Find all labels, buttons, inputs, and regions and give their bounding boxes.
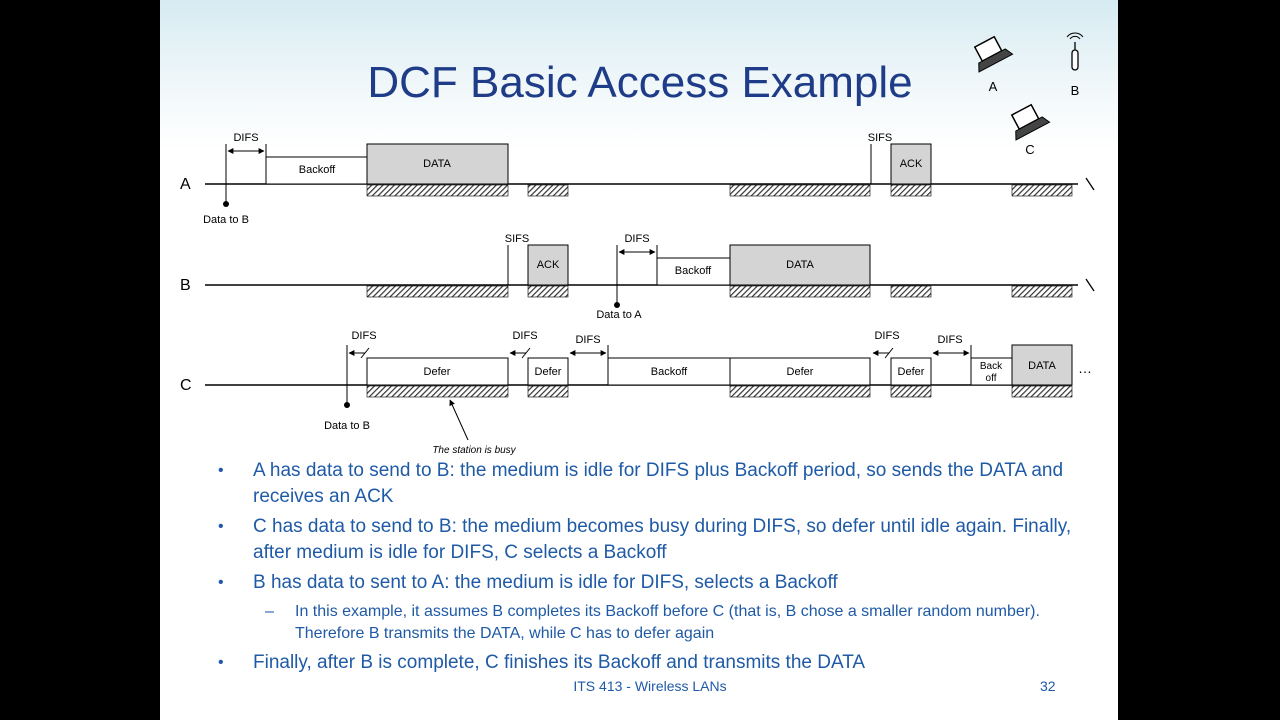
row-a-backoff-label: Backoff — [299, 164, 336, 176]
station-b-label: B — [1071, 83, 1080, 98]
slide: DCF Basic Access Example A B — [160, 0, 1118, 720]
bullet-list: • A has data to send to B: the medium is… — [212, 458, 1092, 680]
row-a-ack-frame — [890, 143, 932, 185]
slide-footer: ITS 413 - Wireless LANs — [573, 678, 727, 694]
sub-bullet-1-text: In this example, it assumes B completes … — [295, 602, 1040, 642]
row-b-backoff-label: Backoff — [675, 265, 712, 277]
row-b-busy-marks — [366, 285, 1073, 298]
row-c-difs4: DIFS — [874, 330, 899, 342]
row-a-backoff — [265, 156, 368, 185]
row-a-data-label: DATA — [423, 158, 451, 170]
row-a-busy-marks — [366, 184, 1073, 197]
row-b-end-slash — [1085, 278, 1095, 292]
row-a: A DIFS Backoff DATA SIFS ACK Data t — [180, 132, 1095, 226]
bullet-2: • C has data to send to B: the medium be… — [212, 514, 1092, 565]
bullet-marker: • — [218, 518, 224, 535]
row-c-defer1-label: Defer — [424, 366, 451, 378]
row-c-defer4-label: Defer — [898, 366, 925, 378]
row-c-backoff2-label-2: off — [986, 373, 997, 384]
row-c-defer4 — [890, 357, 932, 386]
sub-bullet-marker: – — [265, 602, 274, 620]
slide-title: DCF Basic Access Example — [367, 58, 913, 107]
laptop-a-icon — [973, 35, 1014, 73]
laptop-c-icon — [1010, 103, 1051, 141]
bullet-marker: • — [218, 574, 224, 591]
row-c-label: C — [180, 377, 192, 394]
row-a-event: Data to B — [203, 214, 249, 226]
sub-bullet-1: – In this example, it assumes B complete… — [212, 601, 1092, 645]
row-c-difs2: DIFS — [512, 330, 537, 342]
row-a-event-dot — [223, 201, 229, 207]
row-c-defer2-label: Defer — [535, 366, 562, 378]
row-a-end-slash — [1085, 177, 1095, 191]
row-a-data-frame — [366, 143, 509, 185]
row-c-defer1 — [366, 357, 509, 386]
dcf-timing-diagram: A B C A — [180, 32, 1095, 456]
row-c-difs3: DIFS — [575, 334, 600, 346]
bullet-3-text: B has data to sent to A: the medium is i… — [253, 572, 838, 593]
row-b-sifs: SIFS — [505, 233, 529, 245]
bullet-3: • B has data to sent to A: the medium is… — [212, 570, 1092, 596]
row-c-difs5: DIFS — [937, 334, 962, 346]
row-c-event-dot — [344, 402, 350, 408]
row-b-ack-frame — [527, 244, 569, 286]
row-a-sifs: SIFS — [868, 132, 892, 144]
row-c-defer3 — [729, 357, 871, 386]
station-c-label: C — [1025, 142, 1034, 157]
busy-note: The station is busy — [432, 445, 516, 456]
bullet-4: • Finally, after B is complete, C finish… — [212, 650, 1092, 676]
row-b-label: B — [180, 277, 191, 294]
row-c-event: Data to B — [324, 420, 370, 432]
row-c: C DIFS Defer DIFS Defer — [180, 330, 1092, 456]
row-c-busy-marks — [366, 385, 1073, 398]
access-point-b-icon — [1066, 32, 1084, 71]
row-c-backoff — [607, 357, 731, 386]
row-c-data-label: DATA — [1028, 360, 1056, 372]
row-c-defer3-label: Defer — [787, 366, 814, 378]
bullet-marker: • — [218, 462, 224, 479]
row-c-backoff-label: Backoff — [651, 366, 688, 378]
row-b-event-dot — [614, 302, 620, 308]
row-b-backoff — [656, 257, 731, 286]
row-a-difs: DIFS — [233, 132, 258, 144]
row-c-difs1: DIFS — [351, 330, 376, 342]
row-b-event: Data to A — [596, 309, 642, 321]
bullet-2-text: C has data to send to B: the medium beco… — [253, 516, 1072, 563]
row-c-defer2 — [527, 357, 569, 386]
row-b-difs: DIFS — [624, 233, 649, 245]
bullet-marker: • — [218, 653, 224, 671]
busy-note-arrow — [449, 399, 469, 441]
page-number: 32 — [1040, 678, 1056, 694]
row-a-ack-label: ACK — [900, 158, 923, 170]
bullet-1: • A has data to send to B: the medium is… — [212, 458, 1092, 509]
row-c-backoff2-label-1: Back — [980, 361, 1003, 372]
row-b-ack-label: ACK — [537, 259, 560, 271]
row-b-data-label: DATA — [786, 259, 814, 271]
row-b-data-frame — [729, 244, 871, 286]
row-c-data-frame — [1011, 344, 1073, 386]
row-b: B SIFS ACK DIFS Backoff DATA Data t — [180, 233, 1095, 321]
bullet-4-text: Finally, after B is complete, C finishes… — [253, 651, 866, 673]
station-a-label: A — [989, 79, 998, 94]
row-c-ellipsis: … — [1078, 360, 1092, 376]
bullet-1-text: A has data to send to B: the medium is i… — [253, 460, 1064, 507]
row-a-label: A — [180, 176, 191, 193]
